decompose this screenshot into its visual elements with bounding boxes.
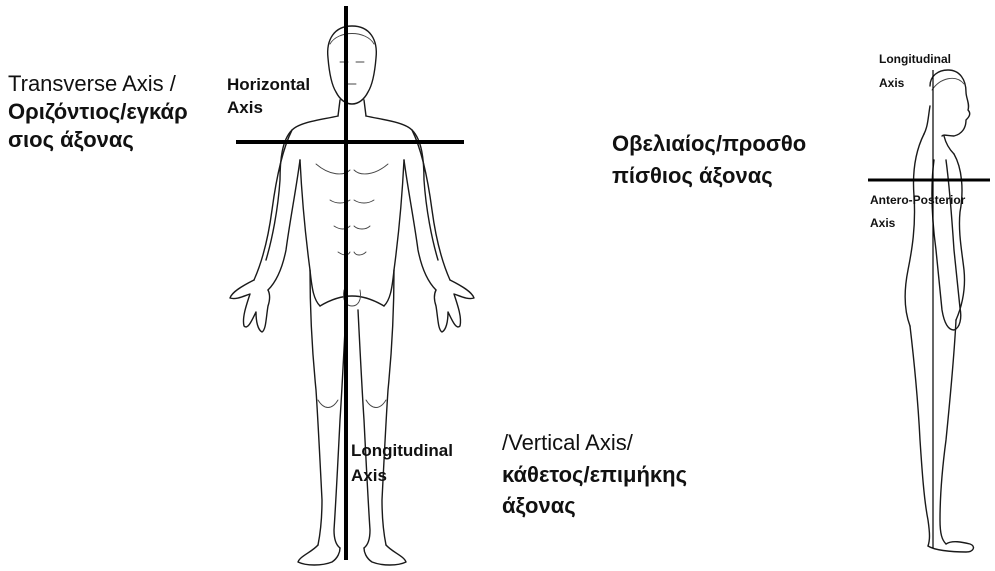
transverse-axis-label: Transverse Axis / xyxy=(8,70,176,97)
front-right-arm xyxy=(412,130,450,280)
side-body-figure xyxy=(905,70,973,552)
sagittal-axis-greek-label-line2: πίσθιος άξονας xyxy=(612,162,773,189)
front-feet xyxy=(298,545,406,565)
front-head xyxy=(328,26,377,104)
longitudinal-axis-label-line2: Axis xyxy=(351,466,387,486)
antero-posterior-axis-label-line2: Axis xyxy=(870,216,895,231)
sagittal-axis-greek-label-line1: Οβελιαίος/προσθο xyxy=(612,130,806,157)
horizontal-axis-label-line1: Horizontal xyxy=(227,75,310,95)
side-longitudinal-axis-label-line1: Longitudinal xyxy=(879,52,951,67)
side-longitudinal-axis-label-line2: Axis xyxy=(879,76,904,91)
vertical-axis-greek-label-line1: κάθετος/επιμήκης xyxy=(502,461,687,488)
side-head xyxy=(930,70,970,136)
front-right-leg xyxy=(382,270,394,545)
longitudinal-axis-label-line1: Longitudinal xyxy=(351,441,453,461)
transverse-axis-greek-label-line1: Οριζόντιος/εγκάρ xyxy=(8,98,188,125)
side-arm xyxy=(932,160,961,330)
front-left-leg xyxy=(310,270,322,545)
side-torso xyxy=(905,134,964,326)
vertical-axis-greek-label-line2: άξονας xyxy=(502,492,576,519)
vertical-axis-label: /Vertical Axis/ xyxy=(502,429,633,456)
horizontal-axis-label-line2: Axis xyxy=(227,98,263,118)
side-foot xyxy=(928,542,973,552)
front-torso xyxy=(266,116,438,260)
transverse-axis-greek-label-line2: σιος άξονας xyxy=(8,126,134,153)
front-left-hand xyxy=(230,280,270,332)
front-left-arm xyxy=(254,130,292,280)
front-right-hand xyxy=(435,280,475,332)
antero-posterior-axis-label-line1: Antero-Posterior xyxy=(870,193,965,208)
